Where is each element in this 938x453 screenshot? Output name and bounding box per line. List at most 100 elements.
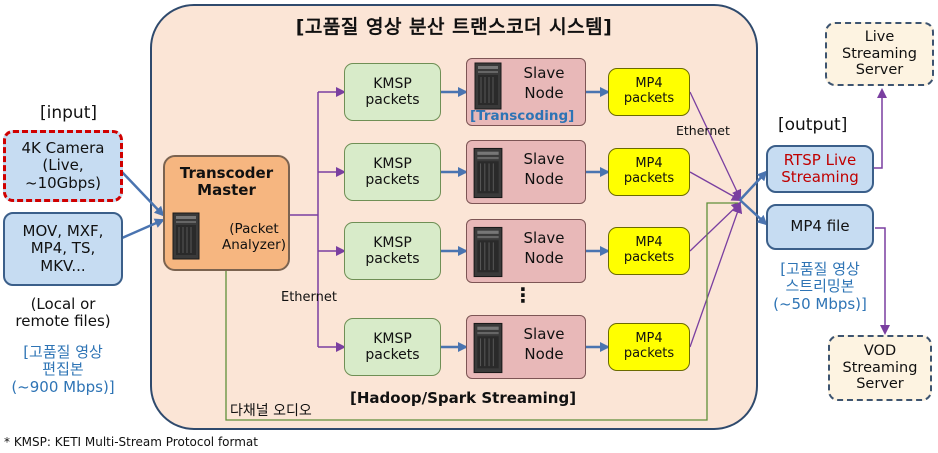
converge-to-rtsp — [739, 170, 768, 201]
slave-node-1-line2: Node — [524, 83, 564, 102]
input-quality-note: [고품질 영상 편집본 (~900 Mbps)] — [0, 338, 126, 402]
kmsp-box-3: KMSP packets — [344, 222, 441, 280]
output-quality-line1: [고품질 영상 — [780, 260, 860, 279]
input-quality-line1: [고품질 영상 — [23, 343, 103, 362]
kmsp-4-line1: KMSP — [373, 330, 412, 347]
mp4-file-label: MP4 file — [790, 217, 850, 236]
mp4-2-line2: packets — [623, 171, 675, 186]
master-subtitle: (Packet Analyzer) — [218, 218, 290, 258]
live-server-line1: Live — [864, 28, 895, 45]
converge-to-mp4file — [739, 199, 768, 226]
kmsp-1-line1: KMSP — [373, 75, 412, 92]
slave-server-icon-1 — [474, 62, 502, 110]
mp4-2-line1: MP4 — [635, 156, 663, 172]
kmsp-4-line2: packets — [365, 347, 420, 363]
kmsp-box-1: KMSP packets — [344, 63, 441, 121]
system-title: [고품질 영상 분산 트랜스코더 시스템] — [295, 16, 613, 38]
mp4-packets-box-4: MP4 packets — [608, 323, 690, 371]
vod-streaming-server-box: VOD Streaming Server — [828, 335, 932, 401]
files-note-line1: (Local or — [30, 294, 96, 313]
rtsp-line1: RTSP Live — [783, 150, 857, 169]
audio-path-line — [225, 202, 738, 421]
slave-node-1-text: Slave Node — [514, 64, 574, 103]
slave-node-4-text: Slave Node — [514, 325, 574, 364]
camera-to-master-arrow — [121, 171, 165, 217]
output-quality-line3: (~50 Mbps)] — [773, 294, 867, 313]
ethernet-label-left: Ethernet — [281, 290, 337, 305]
mp4file-to-vod-server — [875, 227, 890, 335]
kmsp-box-4: KMSP packets — [344, 318, 441, 376]
mp4-packets-box-1: MP4 packets — [608, 68, 690, 116]
files-note-line2: remote files) — [15, 312, 111, 330]
slave-server-icon-3 — [473, 226, 503, 278]
audio-label: 다채널 오디오 — [230, 403, 312, 419]
mp4-1-line2: packets — [623, 91, 675, 106]
mp4-file-output-box: MP4 file — [766, 204, 874, 250]
live-streaming-server-box: Live Streaming Server — [825, 22, 934, 86]
cluster-label: [Hadoop/Spark Streaming] — [350, 389, 577, 407]
master-sub-line2: Analyzer) — [221, 237, 286, 253]
slave-server-icon-2 — [473, 147, 503, 199]
camera-input-box: 4K Camera (Live, ~10Gbps) — [3, 130, 123, 202]
input-header: [input] — [40, 103, 97, 123]
master-server-icon — [172, 212, 200, 260]
mp4-to-output-1 — [689, 91, 742, 200]
mp4-packets-box-3: MP4 packets — [608, 227, 690, 275]
live-server-line2: Streaming — [842, 45, 917, 62]
mp4-4-line1: MP4 — [635, 331, 663, 347]
footnote: * KMSP: KETI Multi-Stream Protocol forma… — [4, 435, 258, 449]
mp4-3-line2: packets — [623, 250, 675, 265]
kmsp-box-2: KMSP packets — [344, 143, 441, 201]
files-line2: MP4, TS, — [30, 239, 96, 258]
master-sub-line1: (Packet — [229, 221, 279, 238]
camera-line3: ~10Gbps) — [25, 173, 101, 192]
slave-node-2-line1: Slave — [523, 150, 565, 168]
transcoding-label: [Transcoding] — [470, 108, 575, 124]
slave-server-icon-4 — [473, 322, 503, 374]
slave-node-3-line1: Slave — [523, 229, 565, 247]
slave-node-3-line2: Node — [524, 248, 564, 267]
output-quality-note: [고품질 영상 스트리밍본 (~50 Mbps)] — [750, 255, 890, 319]
slave-node-1-line1: Slave — [523, 64, 565, 82]
kmsp-2-line1: KMSP — [373, 155, 412, 172]
kmsp-3-line1: KMSP — [373, 234, 412, 251]
more-nodes-ellipsis: ⋮ — [513, 283, 533, 307]
output-quality-line2: 스트리밍본 — [785, 277, 855, 296]
output-header: [output] — [778, 115, 848, 135]
master-title-line2: Master — [197, 181, 256, 200]
kmsp-3-line2: packets — [365, 251, 420, 267]
slave-node-2-line2: Node — [524, 169, 564, 188]
files-line3: MKV... — [40, 256, 86, 275]
files-note: (Local or remote files) — [3, 291, 123, 335]
kmsp-2-line2: packets — [365, 172, 420, 188]
input-quality-line2: 편집본 — [42, 360, 84, 379]
files-input-box: MOV, MXF, MP4, TS, MKV... — [3, 212, 123, 286]
mp4-to-output-4 — [689, 203, 743, 348]
ethernet-label-right: Ethernet — [676, 123, 730, 138]
camera-line2: (Live, — [42, 156, 84, 175]
mp4-to-output-3 — [689, 201, 742, 252]
vod-server-line3: Server — [856, 376, 904, 393]
mp4-to-output-2 — [689, 171, 742, 201]
vod-server-line1: VOD — [863, 342, 897, 359]
mp4-packets-box-2: MP4 packets — [608, 148, 690, 196]
mp4-3-line1: MP4 — [635, 235, 663, 251]
files-to-master-arrow — [121, 218, 165, 240]
kmsp-1-line2: packets — [365, 92, 420, 108]
slave-node-4-line1: Slave — [523, 325, 565, 343]
slave-node-3-text: Slave Node — [514, 229, 574, 268]
mp4-4-line2: packets — [623, 346, 675, 361]
vod-server-line2: Streaming — [842, 359, 918, 376]
slave-node-2-text: Slave Node — [514, 150, 574, 189]
master-title-line1: Transcoder — [179, 164, 274, 182]
rtsp-line2: Streaming — [781, 168, 859, 186]
input-quality-line3: (~900 Mbps)] — [11, 377, 115, 396]
slave-node-4-line2: Node — [524, 344, 564, 363]
rtsp-to-live-server — [873, 88, 887, 169]
mp4-1-line1: MP4 — [635, 76, 663, 92]
live-server-line3: Server — [855, 62, 904, 79]
camera-line1: 4K Camera — [21, 139, 105, 158]
files-line1: MOV, MXF, — [22, 222, 104, 241]
rtsp-output-box: RTSP Live Streaming — [766, 145, 874, 193]
